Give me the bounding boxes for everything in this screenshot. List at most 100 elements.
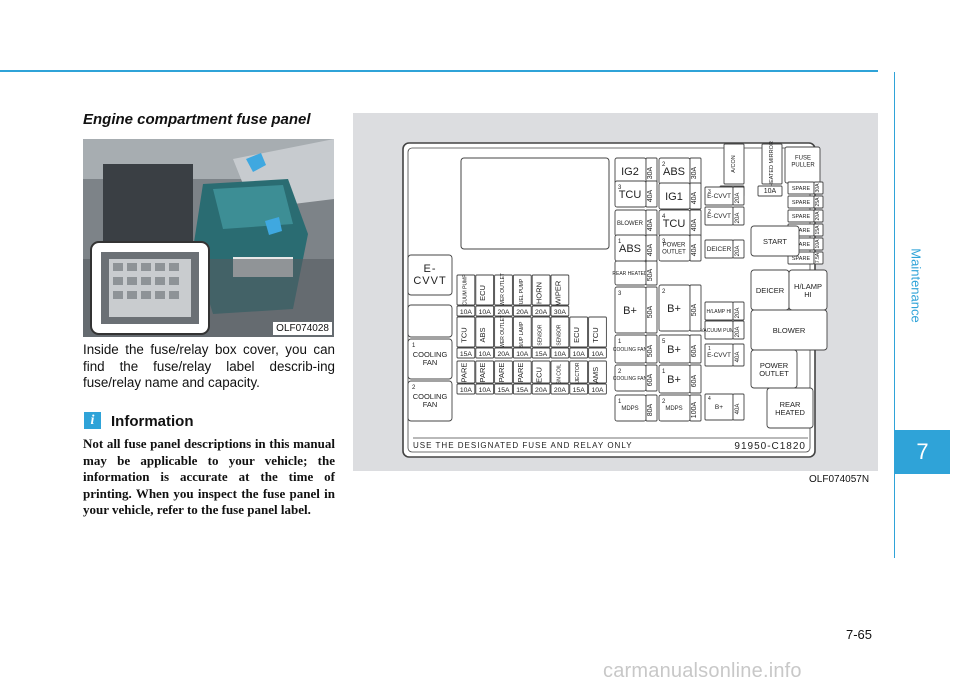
row3-amp-cell [550, 383, 570, 395]
col2-fuse-num: 1 [662, 369, 666, 375]
row2-fuse-amp: 10A [573, 351, 586, 358]
row3-fuse-label: SPARE [459, 363, 468, 388]
top-fuse-label: A/CON [731, 155, 737, 172]
row2-fuse [531, 316, 551, 348]
row1-fuse-label: FUEL PUMP [519, 278, 525, 307]
col1-fuse-num: 3 [618, 185, 622, 191]
row2-fuse-label: POWER OUTLET [500, 315, 506, 355]
top-fuse-amp-cell [757, 185, 783, 197]
chapter-number-badge: 7 [895, 430, 950, 474]
row3-fuse [588, 360, 607, 384]
row2-fuse-amp: 15A [535, 351, 548, 358]
col3-fuse-label: B+ [715, 404, 723, 411]
col3-fuse-amp: 20A [735, 213, 741, 224]
col1-amp-cell [645, 394, 658, 422]
header-rule [0, 70, 878, 72]
spare-fuse-label: SPARE [792, 256, 811, 262]
col1-fuse-label: COOLING FAN [613, 376, 648, 382]
col3-fuse-num: 4 [708, 396, 711, 402]
row1-fuse [550, 274, 570, 306]
col1-fuse-num: 1 [618, 399, 622, 405]
row3-amp-cell [512, 383, 532, 395]
col3-fuse-label: E-CVVT [707, 352, 731, 359]
col2-amp-cell [689, 334, 702, 364]
spare-fuse-amp: 7.5A [815, 252, 821, 263]
row3-fuse-label: IGN COIL [556, 364, 562, 386]
col3-fuse-amp: 20A [735, 308, 741, 319]
row3-fuse-label: ECU [535, 367, 544, 383]
col2-fuse-amp: 60A [691, 374, 698, 387]
row2-fuse-amp: 20A [497, 351, 510, 358]
right-relay-label: START [763, 237, 787, 246]
row2-amp-cell [531, 347, 551, 359]
col1-fuse-label: TCU [619, 189, 642, 201]
col1-fuse-amp: 50A [647, 268, 654, 281]
row3-fuse [550, 360, 570, 384]
row1-fuse-label: VACUUM PUMP [462, 274, 468, 312]
col1-amp-cell [645, 260, 658, 286]
relay-cooling-fan-2-num: 2 [412, 385, 416, 391]
col3-fuse-label: DEICER [707, 246, 732, 253]
row3-fuse-amp: 10A [460, 387, 473, 394]
body-text: Inside the fuse/relay box cover, you can… [83, 342, 335, 390]
col1-fuse-amp: 30A [647, 166, 654, 179]
col3-amp-cell [732, 301, 745, 321]
row3-amp-cell [569, 383, 589, 395]
spare-fuse-label: SPARE [792, 186, 811, 192]
col3-amp-cell [732, 320, 745, 340]
row2-amp-cell [475, 347, 495, 359]
row2-fuse-label: SENSOR [538, 324, 544, 346]
row3-fuse-label: SPARE [497, 363, 506, 388]
row2-amp-cell [494, 347, 513, 359]
row2-amp-cell [456, 347, 476, 359]
row3-fuse [494, 360, 513, 384]
col2-fuse-label: TCU [663, 218, 686, 230]
row3-fuse-amp: 10A [591, 387, 604, 394]
col2-fuse-amp: 40A [691, 243, 698, 256]
col1-fuse-label: IG2 [621, 166, 639, 178]
part-number: 91950-C1820 [734, 441, 806, 452]
relay-cooling-fan-1-num: 1 [412, 343, 416, 349]
row2-fuse [475, 316, 495, 348]
row3-fuse [512, 360, 532, 384]
top-fuse [723, 143, 745, 185]
col1-fuse-amp: 40A [647, 243, 654, 256]
col1-fuse-amp: 50A [647, 344, 654, 357]
row1-fuse [475, 274, 495, 306]
watermark: carmanualsonline.info [603, 660, 802, 682]
row3-fuse [569, 360, 589, 384]
col3-fuse-amp: 20A [735, 246, 741, 257]
col3-amp-cell [732, 343, 745, 367]
section-title: Engine compartment fuse panel [83, 111, 311, 128]
row3-fuse [475, 360, 495, 384]
diagram-label: OLF074057N [809, 474, 870, 485]
col3-amp-cell [732, 239, 745, 259]
spare-fuse-label: SPARE [792, 228, 811, 234]
col1-fuse-label: ABS [619, 243, 641, 255]
row1-fuse-label: POWER OUTLET [500, 273, 506, 313]
spare-fuse-label: SPARE [792, 200, 811, 206]
engine-bay-photo: OLF074028 [83, 139, 334, 337]
spare-amp-cell [813, 181, 824, 195]
row2-fuse-amp: 10A [554, 351, 567, 358]
col2-fuse-num: 4 [662, 214, 666, 220]
row2-amp-cell [588, 347, 607, 359]
col3-amp-cell [732, 393, 745, 421]
row3-amp-cell [531, 383, 551, 395]
row1-fuse [531, 274, 551, 306]
row2-fuse-label: B/UP LAMP [519, 321, 525, 348]
spare-amp-cell [813, 251, 824, 265]
col2-amp-cell [689, 284, 702, 332]
relay-cooling-fan-2 [407, 380, 453, 422]
col1-fuse-num: 2 [618, 369, 622, 375]
col3-fuse-amp: 40A [735, 404, 741, 415]
col3-fuse-amp: 20A [735, 327, 741, 338]
col2-fuse-label: B+ [667, 344, 681, 356]
col1-amp-cell [645, 364, 658, 392]
row3-amp-cell [475, 383, 495, 395]
row2-amp-cell [569, 347, 589, 359]
row2-fuse-label: ABS [478, 327, 487, 342]
